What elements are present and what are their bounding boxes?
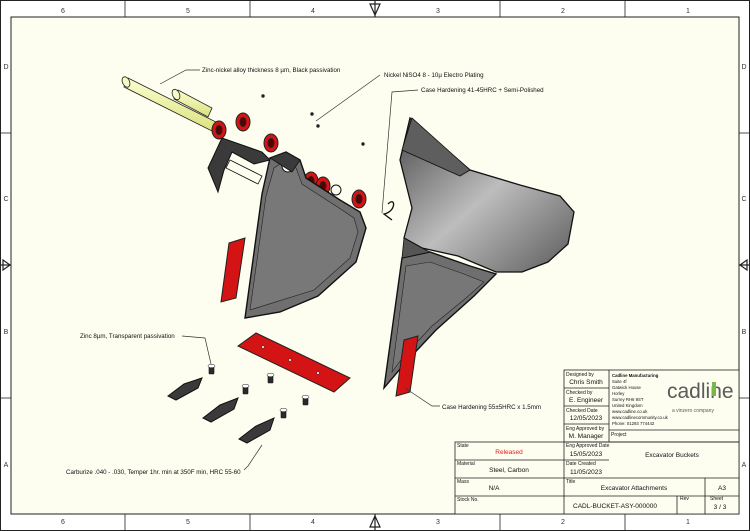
company-line-6: United Kingdom: [612, 403, 643, 408]
zone-bottom-5: 5: [186, 519, 190, 526]
title-block-labels: Designed by Checked by Checked Date Eng …: [457, 372, 724, 503]
zone-right-a: A: [742, 462, 747, 469]
company-line-8: www.cadlinecommunity.co.uk: [612, 415, 669, 420]
label-eng-approved-by: Eng Approved by: [566, 426, 605, 432]
value-checked-by: E. Engineer: [569, 397, 604, 404]
cutting-edge: [237, 332, 351, 393]
loose-fasteners: [261, 94, 365, 146]
company-line-9: Phone: 01293 774442: [612, 421, 655, 426]
label-stock-no: Stock No.: [457, 497, 479, 503]
value-designed-by: Chris Smith: [569, 379, 603, 386]
value-eng-approved-date: 15/05/2023: [570, 451, 603, 458]
zone-top-6: 6: [61, 8, 65, 15]
note-case-hardening-bottom: Case Hardening 55±5HRC x 1.5mm: [442, 404, 541, 411]
title-block-grid: [454, 369, 740, 515]
label-title: Title: [566, 479, 575, 485]
company-line-1: Cadline Manufacturing: [612, 373, 659, 378]
zone-bottom-6: 6: [61, 519, 65, 526]
logo-wordmark: cadline: [667, 380, 734, 403]
value-size: A3: [718, 485, 726, 492]
value-mass: N/A: [489, 485, 501, 492]
label-mass: Mass: [457, 479, 469, 485]
note-nickel-plating: Nickel NiSO4 8 - 10µ Electro Plating: [384, 72, 484, 79]
label-rev: Rev: [680, 496, 689, 502]
logo-tagline: a vinzero company: [672, 408, 714, 414]
note-zinc-nickel: Zinc-nickel alloy thickness 8 µm, Black …: [202, 67, 341, 74]
zone-right-b: B: [742, 329, 747, 336]
value-eng-approved-by: M. Manager: [569, 433, 605, 440]
zone-top-4: 4: [311, 8, 315, 15]
zone-bottom-4: 4: [311, 519, 315, 526]
value-project: Excavator Buckets: [645, 452, 700, 459]
bucket-shell-left: [244, 151, 367, 319]
value-part-number: CADL-BUCKET-ASY-000000: [573, 503, 657, 510]
bucket-teeth: [167, 377, 275, 444]
zone-top-1: 1: [686, 8, 690, 15]
label-project: Project: [611, 432, 627, 438]
value-material: Steel, Carbon: [489, 467, 529, 474]
value-date-created: 11/05/2023: [570, 469, 602, 476]
zone-right-c: C: [741, 196, 746, 203]
label-date-created: Date Created: [566, 461, 596, 467]
wear-plate-left: [220, 237, 246, 303]
title-block-values: Chris Smith E. Engineer 12/05/2023 M. Ma…: [489, 379, 727, 511]
label-checked-date: Checked Date: [566, 408, 598, 414]
bucket-side-bracket: [207, 137, 271, 194]
value-sheet: 3 / 3: [714, 504, 727, 511]
note-zinc-transparent: Zinc 8µm, Transparent passivation: [80, 333, 175, 340]
company-line-5: Surrey RH6 9ST: [612, 397, 644, 402]
zone-left-b: B: [4, 329, 9, 336]
logo-green-bar: [712, 382, 716, 396]
company-address: Cadline Manufacturing Suite 4f Gatwick H…: [612, 373, 669, 426]
label-checked-by: Checked by: [566, 390, 593, 396]
label-designed-by: Designed by: [566, 372, 594, 378]
zone-top-2: 2: [561, 8, 565, 15]
pin-short: [171, 88, 213, 118]
label-material: Material: [457, 461, 475, 467]
company-line-4: Horley: [612, 391, 625, 396]
value-state: Released: [495, 449, 523, 456]
zone-bottom-1: 1: [686, 519, 690, 526]
note-case-hardening-top: Case Hardening 41-45HRC + Semi-Polished: [421, 87, 544, 94]
value-checked-date: 12/05/2023: [570, 415, 603, 422]
bolts: [207, 363, 310, 419]
company-line-7: www.cadline.co.uk: [612, 409, 648, 414]
zone-left-c: C: [3, 196, 8, 203]
zone-left-d: D: [3, 64, 8, 71]
leader-lines: [159, 69, 440, 471]
label-sheet: Sheet: [710, 496, 724, 502]
zone-bottom-3: 3: [436, 519, 440, 526]
company-line-3: Gatwick House: [612, 385, 642, 390]
zone-bottom-2: 2: [561, 519, 565, 526]
wear-plate-right: [395, 335, 419, 397]
note-carburize: Carburize .040 - .030, Temper 1hr. min a…: [66, 469, 241, 476]
value-title: Excavator Attachments: [601, 485, 668, 492]
label-state: State: [457, 443, 469, 449]
label-eng-approved-date: Eng Approved Date: [566, 443, 610, 449]
cadline-logo: cadline a vinzero company: [667, 380, 734, 414]
company-line-2: Suite 4f: [612, 379, 627, 384]
zone-left-a: A: [4, 462, 9, 469]
cutting-edge-holes: [261, 345, 320, 375]
zone-top-3: 3: [436, 8, 440, 15]
zone-top-5: 5: [186, 8, 190, 15]
hook-clip: [382, 201, 395, 221]
zone-right-d: D: [741, 64, 746, 71]
